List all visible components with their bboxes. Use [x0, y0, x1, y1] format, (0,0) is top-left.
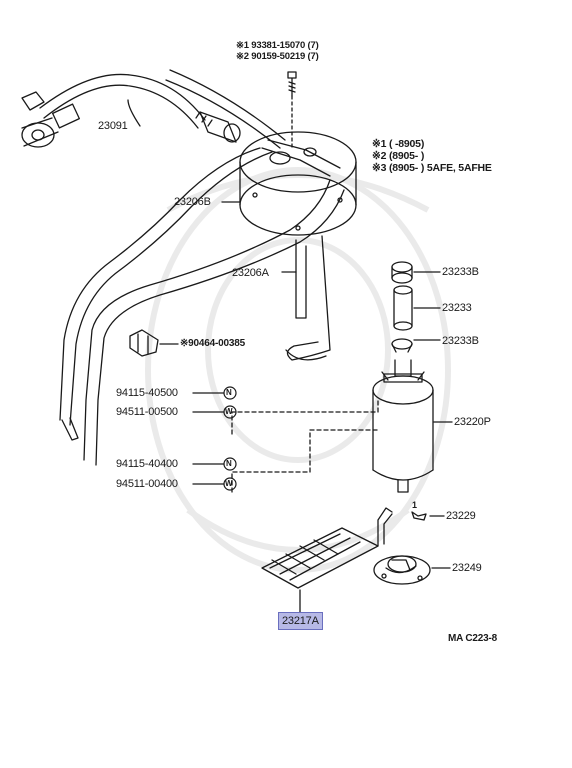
- nut-icon: [223, 457, 237, 471]
- jet-pump-23249: [373, 555, 431, 585]
- part-label-23229[interactable]: 23229: [446, 510, 476, 522]
- pump-bracket-23206a: [285, 235, 331, 361]
- part-label-94115-40500[interactable]: 94115-40500: [116, 387, 178, 399]
- nut-glyph: N: [226, 459, 232, 468]
- applicability-3: ※3 (8905- ) 5AFE, 5AFHE: [372, 162, 492, 174]
- part-label-23220p[interactable]: 23220P: [454, 416, 491, 428]
- part-label-23217a-highlighted[interactable]: 23217A: [278, 612, 323, 630]
- part-label-23206b[interactable]: 23206B: [174, 196, 211, 208]
- bolt-note-2: ※2 90159-50219 (7): [236, 51, 319, 62]
- nut-icon: [223, 386, 237, 400]
- fuel-hose-23091: [21, 69, 286, 149]
- applicability-notes: ※1 ( -8905) ※2 (8905- ) ※3 (8905- ) 5AFE…: [372, 138, 492, 174]
- hose-23233: [393, 285, 413, 331]
- washer-glyph: W: [225, 479, 233, 488]
- bolt-notes: ※1 93381-15070 (7) ※2 90159-50219 (7): [236, 40, 319, 62]
- applicability-1: ※1 ( -8905): [372, 138, 425, 150]
- part-label-23233b-top[interactable]: 23233B: [442, 266, 479, 278]
- marker-1: 1: [412, 500, 417, 510]
- part-label-23249[interactable]: 23249: [452, 562, 482, 574]
- bolt-note-1: ※1 93381-15070 (7): [236, 40, 319, 51]
- part-label-94511-00500[interactable]: 94511-00500: [116, 406, 178, 418]
- bolt: [287, 71, 297, 97]
- part-label-90464[interactable]: ※90464-00385: [180, 338, 245, 349]
- part-label-94115-40400[interactable]: 94115-40400: [116, 458, 178, 470]
- cushion-23233b-top: [391, 261, 413, 284]
- part-label-23206a[interactable]: 23206A: [232, 267, 269, 279]
- washer-icon: [223, 405, 237, 419]
- part-label-23233b-bottom[interactable]: 23233B: [442, 335, 479, 347]
- part-label-94511-00400[interactable]: 94511-00400: [116, 478, 178, 490]
- sender-plate-23206b: [239, 131, 357, 236]
- applicability-2: ※2 (8905- ): [372, 150, 425, 162]
- part-label-23091[interactable]: 23091: [98, 120, 128, 132]
- washer-glyph: W: [225, 407, 233, 416]
- fuel-pump-23220p: [372, 359, 434, 493]
- diagram-code: MA C223-8: [448, 633, 497, 644]
- clamp-90464: [129, 329, 159, 357]
- fuel-tubes: [59, 147, 345, 466]
- part-label-23233[interactable]: 23233: [442, 302, 472, 314]
- clamp-23233b-bottom: [391, 338, 413, 353]
- fuel-filter-23217a: [261, 507, 393, 589]
- washer-icon: [223, 477, 237, 491]
- nut-glyph: N: [226, 388, 232, 397]
